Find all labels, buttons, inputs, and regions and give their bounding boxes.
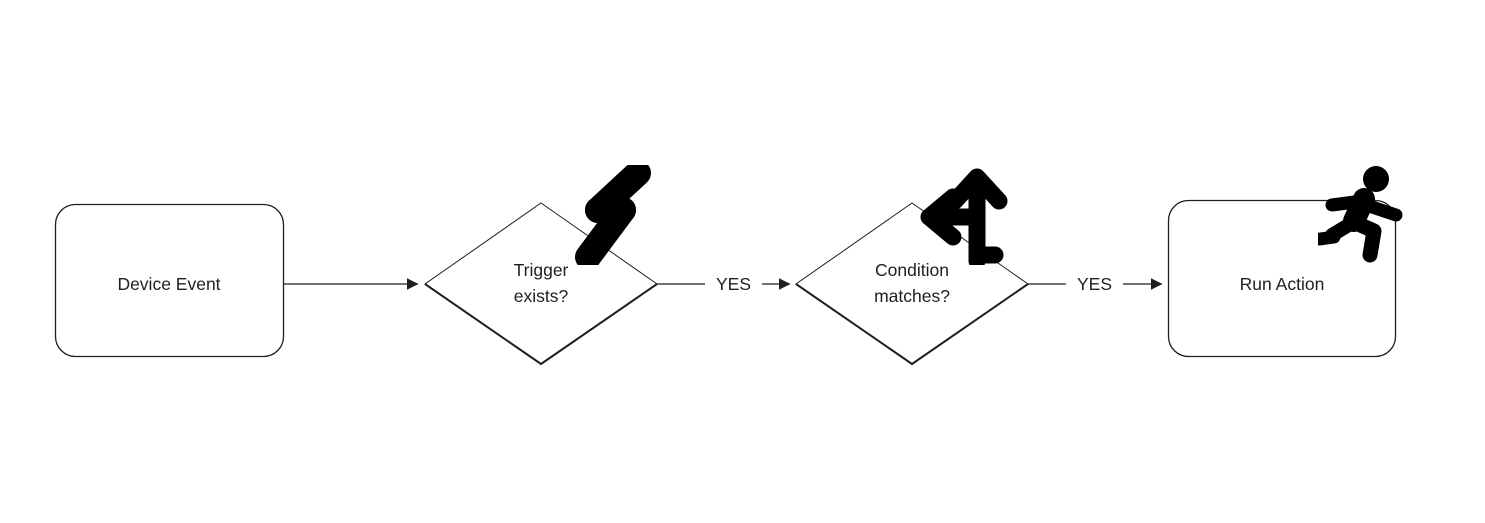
node-condition-matches-shadow-edges: [795, 283, 1029, 366]
node-condition-matches-shape[interactable]: [795, 202, 1029, 365]
node-trigger-exists-shape[interactable]: [424, 202, 658, 365]
node-trigger-exists-shadow-edges: [424, 283, 658, 366]
node-run-action-shape[interactable]: [1167, 199, 1397, 358]
node-device-event-shape[interactable]: [54, 203, 285, 358]
